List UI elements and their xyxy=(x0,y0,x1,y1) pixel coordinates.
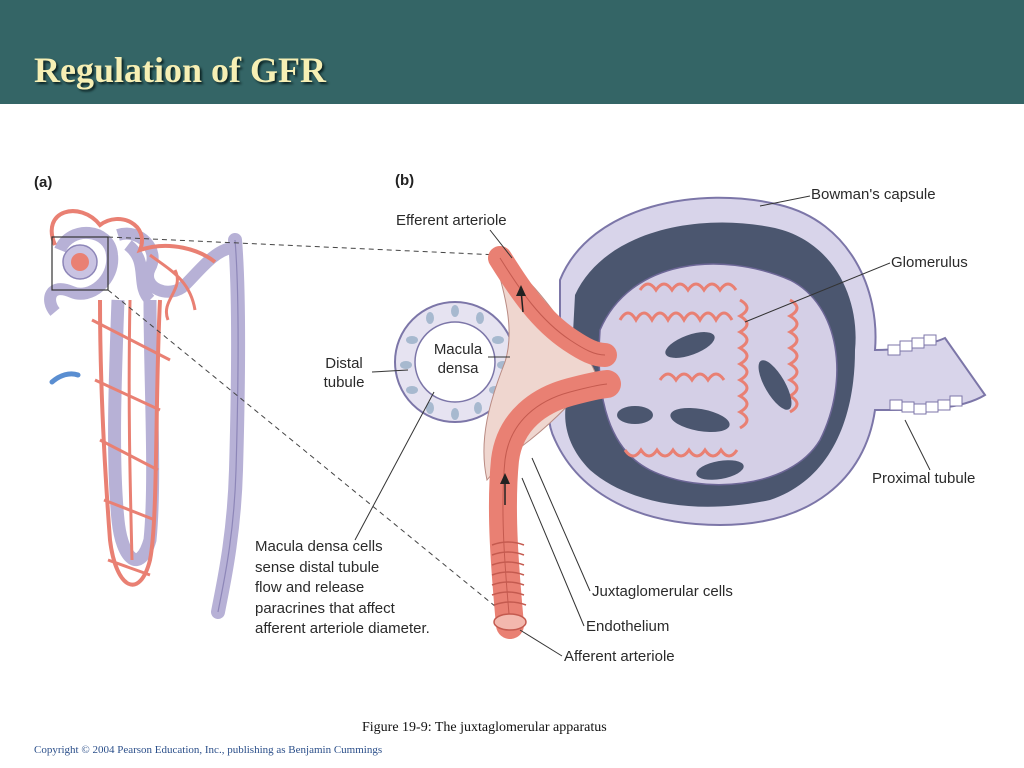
label-bowmans-capsule: Bowman's capsule xyxy=(811,186,936,203)
slide-title: Regulation of GFR xyxy=(34,50,326,90)
copyright-notice: Copyright © 2004 Pearson Education, Inc.… xyxy=(34,744,383,756)
label-macula-densa: Macula densa xyxy=(428,340,488,378)
macula-densa-note: Macula densa cells sense distal tubule f… xyxy=(255,537,430,640)
label-endothelium: Endothelium xyxy=(586,618,670,635)
juxtaglomerular-figure xyxy=(44,195,987,657)
label-proximal-tubule: Proximal tubule xyxy=(872,470,976,487)
label-glomerulus: Glomerulus xyxy=(891,254,968,271)
note-line-2: sense distal tubule xyxy=(255,558,380,576)
leader-lines xyxy=(354,195,931,657)
title-bar xyxy=(0,0,1024,104)
juxtaglomerular-apparatus-illustration xyxy=(394,196,987,639)
note-line-4: paracrines that affect xyxy=(255,599,395,617)
note-line-3: flow and release xyxy=(255,579,365,596)
note-line-1: Macula densa cells xyxy=(255,538,383,555)
label-distal-tubule: Distal tubule xyxy=(318,354,370,392)
panel-a-label: (a) xyxy=(34,174,53,191)
note-line-5: afferent arteriole diameter. xyxy=(255,620,430,637)
label-macula-line-1: Macula xyxy=(433,341,483,358)
figure-caption: Figure 19-9: The juxtaglomerular apparat… xyxy=(362,720,607,735)
nephron-illustration xyxy=(44,209,246,619)
panel-b-label: (b) xyxy=(395,172,415,189)
label-distal-line-2: tubule xyxy=(323,374,365,391)
label-afferent-arteriole: Afferent arteriole xyxy=(564,648,675,665)
label-juxtaglomerular-cells: Juxtaglomerular cells xyxy=(592,583,733,600)
label-distal-line-1: Distal xyxy=(325,355,363,372)
label-efferent-arteriole: Efferent arteriole xyxy=(396,212,507,229)
label-macula-line-2: densa xyxy=(437,360,479,377)
